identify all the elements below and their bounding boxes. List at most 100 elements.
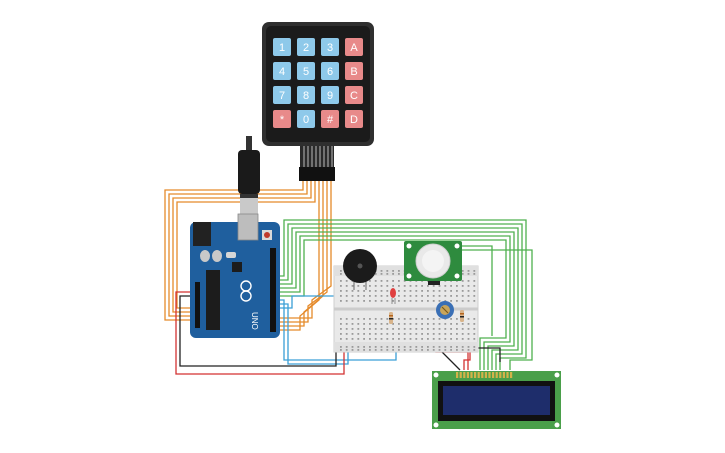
breadboard-hole: [345, 346, 348, 348]
breadboard-hole: [427, 346, 429, 348]
breadboard-hole: [351, 323, 354, 325]
breadboard-hole: [421, 328, 423, 330]
breadboard-hole: [438, 300, 441, 302]
breadboard-hole: [392, 318, 394, 320]
microcontroller-chip: [206, 270, 220, 330]
breadboard-hole: [351, 338, 354, 340]
breadboard-hole: [450, 295, 452, 297]
breadboard-hole: [467, 290, 470, 292]
breadboard-hole: [432, 295, 435, 297]
usb-port: [237, 213, 259, 241]
breadboard-hole: [386, 323, 389, 325]
breadboard-hole: [398, 280, 400, 282]
breadboard-hole: [450, 323, 452, 325]
key-label: 1: [279, 42, 285, 54]
breadboard-hole: [432, 323, 435, 325]
breadboard-hole: [444, 328, 447, 330]
breadboard-hole: [392, 346, 394, 348]
breadboard-hole: [380, 328, 383, 330]
breadboard-hole: [363, 338, 365, 340]
breadboard-hole: [369, 300, 371, 302]
breadboard-hole: [369, 280, 371, 282]
breadboard-hole: [421, 295, 423, 297]
key-label: 4: [279, 66, 285, 78]
breadboard-hole: [392, 270, 394, 272]
breadboard-hole: [467, 323, 470, 325]
breadboard-hole: [456, 300, 458, 302]
breadboard-hole: [444, 333, 447, 335]
breadboard-hole: [374, 273, 377, 275]
lcd-pin: [495, 372, 498, 378]
small-chip: [232, 262, 242, 272]
breadboard-hole: [380, 338, 383, 340]
lcd-pin: [477, 372, 480, 378]
breadboard-hole: [380, 300, 383, 302]
breadboard-hole: [409, 349, 412, 351]
breadboard-hole: [461, 349, 464, 351]
keypad-key-*: *: [273, 110, 291, 128]
breadboard-hole: [473, 318, 476, 320]
keypad-wire: [168, 180, 308, 317]
breadboard-hole: [467, 280, 470, 282]
breadboard-hole: [351, 328, 354, 330]
breadboard-hole: [380, 273, 383, 275]
breadboard-hole: [473, 349, 476, 351]
breadboard-hole: [398, 338, 400, 340]
keypad-key-#: #: [321, 110, 339, 128]
breadboard-hole: [415, 318, 418, 320]
breadboard-hole: [456, 349, 458, 351]
breadboard-hole: [473, 270, 476, 272]
led-body: [390, 288, 396, 298]
breadboard-hole: [345, 318, 348, 320]
key-face: [321, 62, 339, 80]
key-face: [345, 86, 363, 104]
lcd-header-pins: [456, 372, 513, 378]
breadboard-hole: [357, 346, 360, 348]
breadboard-hole: [398, 300, 400, 302]
usb-plug-metal: [240, 198, 258, 218]
keypad-key-6: 6: [321, 62, 339, 80]
keypad-wire: [176, 180, 316, 309]
key-label: 8: [303, 90, 309, 102]
breadboard-hole: [398, 328, 400, 330]
breadboard-hole: [415, 333, 418, 335]
breadboard-hole: [403, 346, 406, 348]
lcd-pin: [506, 372, 509, 378]
breadboard-hole: [345, 295, 348, 297]
breadboard-hole: [409, 300, 412, 302]
breadboard-hole: [363, 290, 365, 292]
breadboard-hole: [340, 295, 342, 297]
breadboard-hole: [456, 323, 458, 325]
breadboard-hole: [386, 270, 389, 272]
breadboard-hole: [340, 346, 342, 348]
breadboard-hole: [432, 300, 435, 302]
keypad-key-4: 4: [273, 62, 291, 80]
breadboard-hole: [415, 285, 418, 287]
breadboard-hole: [386, 338, 389, 340]
breadboard-hole: [386, 328, 389, 330]
keypad-connector: [299, 167, 335, 181]
key-face: [321, 110, 339, 128]
breadboard-hole: [461, 328, 464, 330]
breadboard-hole: [398, 349, 400, 351]
breadboard-hole: [392, 323, 394, 325]
breadboard-hole: [345, 323, 348, 325]
breadboard-hole: [438, 318, 441, 320]
key-label: 0: [303, 114, 309, 126]
potentiometer: [436, 301, 454, 319]
reset-button: [264, 232, 270, 238]
breadboard-hole: [351, 295, 354, 297]
breadboard-hole: [369, 333, 371, 335]
breadboard-hole: [438, 349, 441, 351]
breadboard-hole: [461, 270, 464, 272]
breadboard-hole: [374, 328, 377, 330]
key-face: [273, 62, 291, 80]
breadboard-hole: [345, 338, 348, 340]
breadboard-hole: [427, 333, 429, 335]
breadboard-hole: [467, 338, 470, 340]
breadboard-hole: [386, 333, 389, 335]
breadboard-hole: [450, 346, 452, 348]
breadboard-hole: [386, 290, 389, 292]
